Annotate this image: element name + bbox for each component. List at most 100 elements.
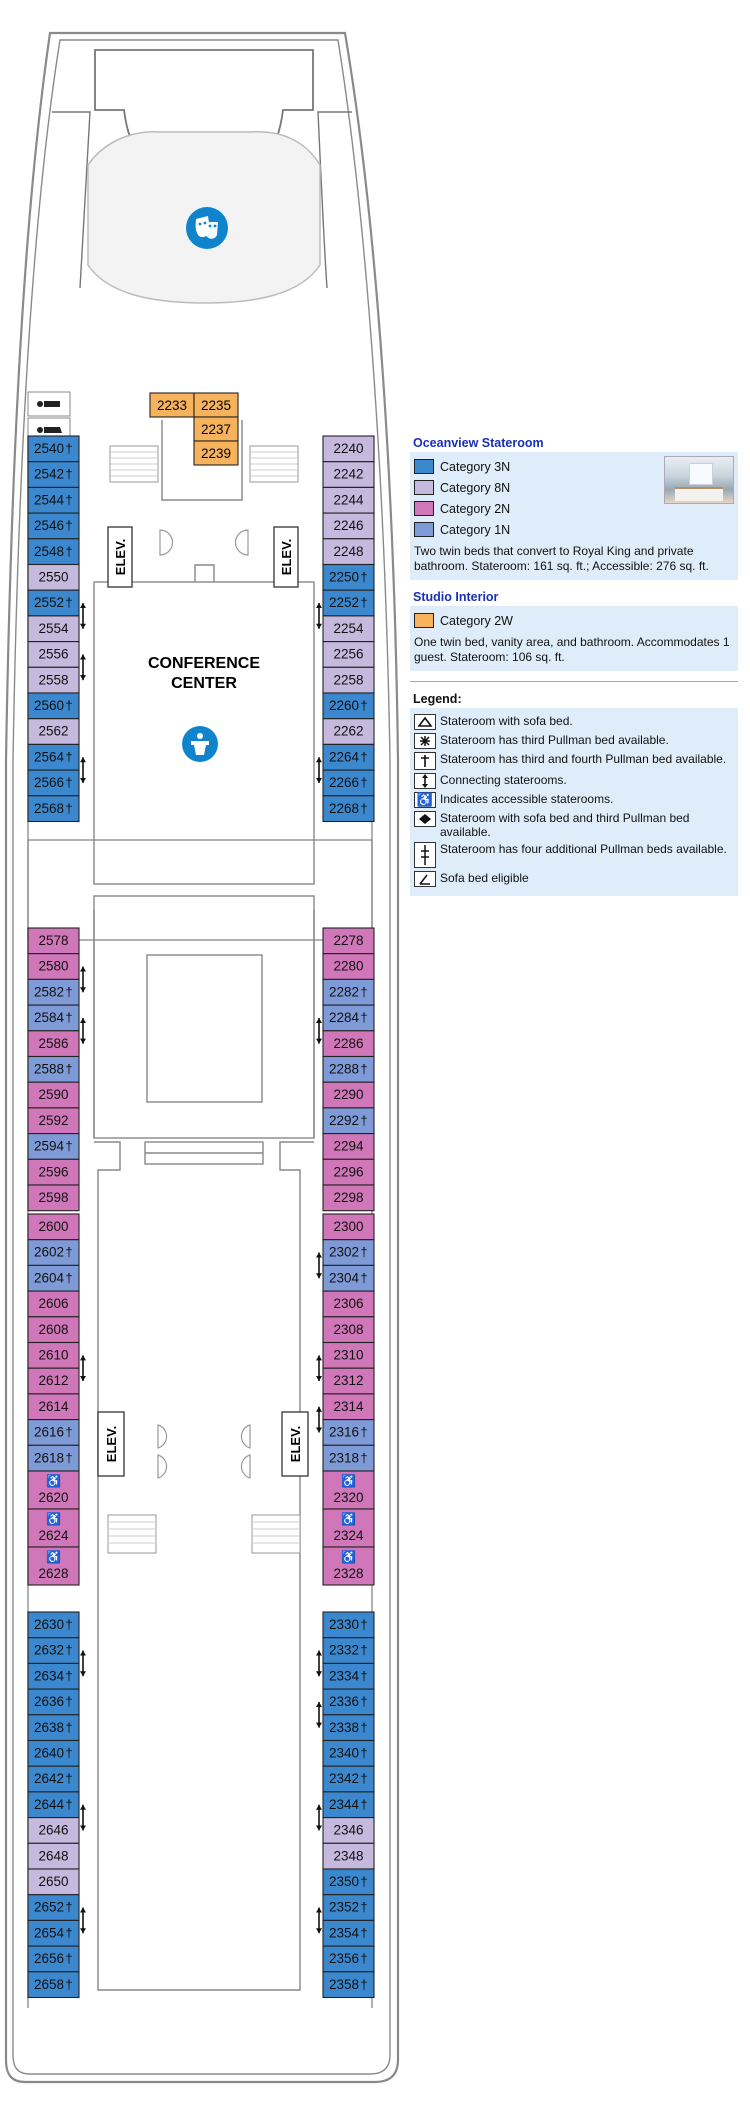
starboard-stateroom-2312[interactable]: 2312 [322, 1367, 375, 1395]
port-stateroom-2608[interactable]: 2608 [27, 1316, 80, 1344]
starboard-stateroom-2324[interactable]: ♿2324 [322, 1508, 375, 1548]
starboard-stateroom-2240[interactable]: 2240 [322, 435, 375, 463]
starboard-stateroom-2280[interactable]: 2280 [322, 953, 375, 980]
starboard-stateroom-2254[interactable]: 2254 [322, 615, 375, 643]
starboard-stateroom-2296[interactable]: 2296 [322, 1158, 375, 1186]
port-stateroom-2606[interactable]: 2606 [27, 1290, 80, 1318]
starboard-stateroom-2316[interactable]: 2316† [322, 1419, 375, 1446]
starboard-stateroom-2248[interactable]: 2248 [322, 538, 375, 566]
port-stateroom-2636[interactable]: 2636† [27, 1688, 80, 1716]
starboard-stateroom-2356[interactable]: 2356† [322, 1945, 375, 1973]
port-stateroom-2630[interactable]: 2630† [27, 1611, 80, 1639]
port-stateroom-2540[interactable]: 2540† [27, 435, 80, 463]
starboard-stateroom-2300[interactable]: 2300 [322, 1213, 375, 1241]
starboard-stateroom-2332[interactable]: 2332† [322, 1637, 375, 1664]
starboard-stateroom-2340[interactable]: 2340† [322, 1739, 375, 1767]
starboard-stateroom-2308[interactable]: 2308 [322, 1316, 375, 1344]
port-stateroom-2596[interactable]: 2596 [27, 1158, 80, 1186]
port-stateroom-2586[interactable]: 2586 [27, 1030, 80, 1058]
port-stateroom-2600[interactable]: 2600 [27, 1213, 80, 1241]
port-stateroom-2556[interactable]: 2556 [27, 641, 80, 668]
port-stateroom-2566[interactable]: 2566† [27, 769, 80, 797]
starboard-stateroom-2246[interactable]: 2246 [322, 512, 375, 540]
port-stateroom-2628[interactable]: ♿2628 [27, 1546, 80, 1586]
port-stateroom-2550[interactable]: 2550 [27, 563, 80, 591]
studio-stateroom-2237[interactable]: 2237 [193, 416, 239, 442]
port-stateroom-2558[interactable]: 2558 [27, 666, 80, 694]
port-stateroom-2548[interactable]: 2548† [27, 538, 80, 566]
port-stateroom-2546[interactable]: 2546† [27, 512, 80, 540]
starboard-stateroom-2346[interactable]: 2346 [322, 1817, 375, 1844]
starboard-stateroom-2286[interactable]: 2286 [322, 1030, 375, 1058]
port-stateroom-2614[interactable]: 2614 [27, 1393, 80, 1421]
starboard-stateroom-2252[interactable]: 2252† [322, 589, 375, 617]
port-stateroom-2604[interactable]: 2604† [27, 1264, 80, 1292]
starboard-stateroom-2290[interactable]: 2290 [322, 1081, 375, 1109]
starboard-stateroom-2260[interactable]: 2260† [322, 692, 375, 720]
port-stateroom-2552[interactable]: 2552† [27, 589, 80, 617]
port-stateroom-2650[interactable]: 2650 [27, 1868, 80, 1896]
port-stateroom-2640[interactable]: 2640† [27, 1739, 80, 1767]
starboard-stateroom-2262[interactable]: 2262 [322, 718, 375, 745]
port-stateroom-2592[interactable]: 2592 [27, 1107, 80, 1135]
starboard-stateroom-2342[interactable]: 2342† [322, 1765, 375, 1793]
starboard-stateroom-2278[interactable]: 2278 [322, 927, 375, 955]
starboard-stateroom-2338[interactable]: 2338† [322, 1714, 375, 1742]
starboard-stateroom-2350[interactable]: 2350† [322, 1868, 375, 1896]
starboard-stateroom-2328[interactable]: ♿2328 [322, 1546, 375, 1586]
starboard-stateroom-2310[interactable]: 2310 [322, 1341, 375, 1369]
port-stateroom-2598[interactable]: 2598 [27, 1184, 80, 1212]
port-stateroom-2624[interactable]: ♿2624 [27, 1508, 80, 1548]
starboard-stateroom-2256[interactable]: 2256 [322, 641, 375, 668]
starboard-stateroom-2292[interactable]: 2292† [322, 1107, 375, 1135]
starboard-stateroom-2358[interactable]: 2358† [322, 1971, 375, 1999]
starboard-stateroom-2242[interactable]: 2242 [322, 461, 375, 488]
starboard-stateroom-2268[interactable]: 2268† [322, 795, 375, 823]
starboard-stateroom-2314[interactable]: 2314 [322, 1393, 375, 1421]
port-stateroom-2594[interactable]: 2594† [27, 1133, 80, 1160]
port-stateroom-2648[interactable]: 2648 [27, 1842, 80, 1870]
port-stateroom-2588[interactable]: 2588† [27, 1055, 80, 1083]
port-stateroom-2644[interactable]: 2644† [27, 1791, 80, 1819]
starboard-stateroom-2336[interactable]: 2336† [322, 1688, 375, 1716]
starboard-stateroom-2348[interactable]: 2348 [322, 1842, 375, 1870]
port-stateroom-2656[interactable]: 2656† [27, 1945, 80, 1973]
port-stateroom-2578[interactable]: 2578 [27, 927, 80, 955]
port-stateroom-2568[interactable]: 2568† [27, 795, 80, 823]
port-stateroom-2564[interactable]: 2564† [27, 743, 80, 771]
starboard-stateroom-2250[interactable]: 2250† [322, 563, 375, 591]
port-stateroom-2544[interactable]: 2544† [27, 486, 80, 514]
port-stateroom-2602[interactable]: 2602† [27, 1239, 80, 1266]
port-stateroom-2646[interactable]: 2646 [27, 1817, 80, 1844]
port-stateroom-2560[interactable]: 2560† [27, 692, 80, 720]
port-stateroom-2542[interactable]: 2542† [27, 461, 80, 488]
starboard-stateroom-2244[interactable]: 2244 [322, 486, 375, 514]
starboard-stateroom-2266[interactable]: 2266† [322, 769, 375, 797]
port-stateroom-2584[interactable]: 2584† [27, 1004, 80, 1032]
port-stateroom-2580[interactable]: 2580 [27, 953, 80, 980]
port-stateroom-2562[interactable]: 2562 [27, 718, 80, 745]
starboard-stateroom-2282[interactable]: 2282† [322, 978, 375, 1006]
starboard-stateroom-2330[interactable]: 2330† [322, 1611, 375, 1639]
port-stateroom-2652[interactable]: 2652† [27, 1894, 80, 1921]
starboard-stateroom-2318[interactable]: 2318† [322, 1444, 375, 1472]
port-stateroom-2554[interactable]: 2554 [27, 615, 80, 643]
port-stateroom-2616[interactable]: 2616† [27, 1419, 80, 1446]
starboard-stateroom-2334[interactable]: 2334† [322, 1662, 375, 1690]
port-stateroom-2618[interactable]: 2618† [27, 1444, 80, 1472]
port-stateroom-2632[interactable]: 2632† [27, 1637, 80, 1664]
port-stateroom-2612[interactable]: 2612 [27, 1367, 80, 1395]
starboard-stateroom-2298[interactable]: 2298 [322, 1184, 375, 1212]
port-stateroom-2638[interactable]: 2638† [27, 1714, 80, 1742]
port-stateroom-2654[interactable]: 2654† [27, 1919, 80, 1947]
starboard-stateroom-2354[interactable]: 2354† [322, 1919, 375, 1947]
starboard-stateroom-2294[interactable]: 2294 [322, 1133, 375, 1160]
starboard-stateroom-2320[interactable]: ♿2320 [322, 1470, 375, 1510]
port-stateroom-2610[interactable]: 2610 [27, 1341, 80, 1369]
port-stateroom-2582[interactable]: 2582† [27, 978, 80, 1006]
studio-stateroom-2233[interactable]: 2233 [149, 392, 195, 418]
port-stateroom-2620[interactable]: ♿2620 [27, 1470, 80, 1510]
studio-stateroom-2235[interactable]: 2235 [193, 392, 239, 418]
port-stateroom-2642[interactable]: 2642† [27, 1765, 80, 1793]
starboard-stateroom-2304[interactable]: 2304† [322, 1264, 375, 1292]
